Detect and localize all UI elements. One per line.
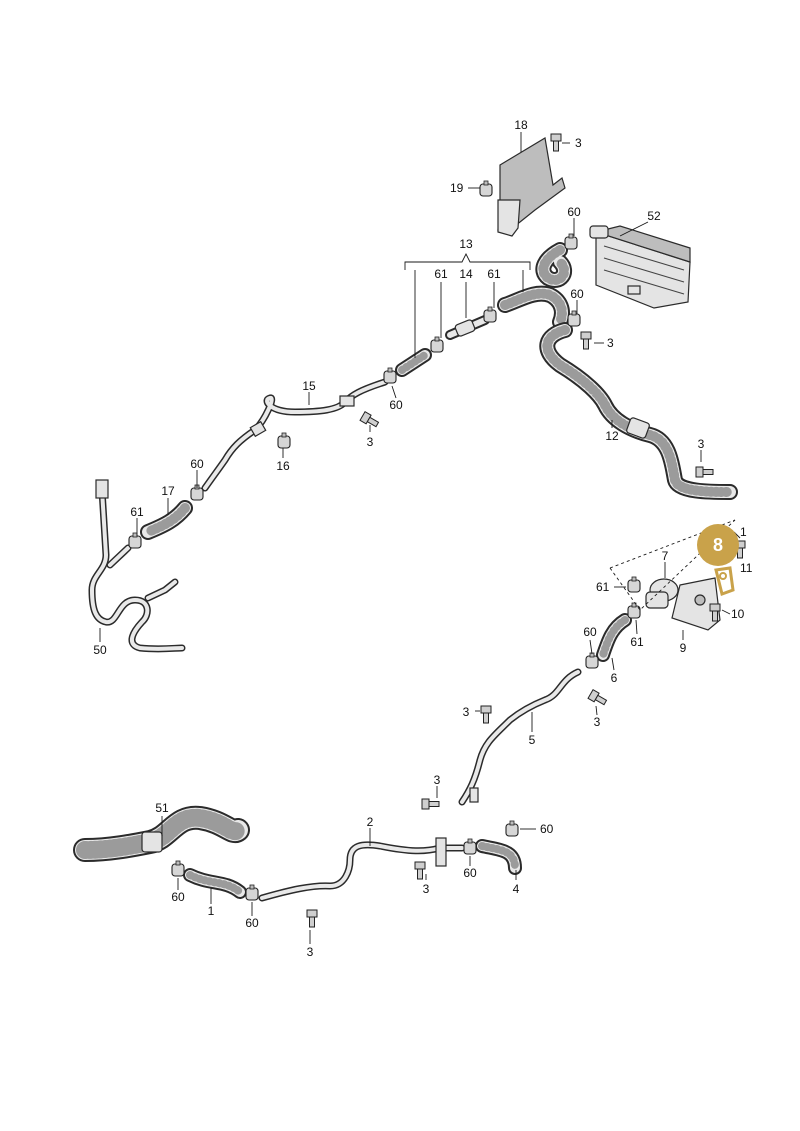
callout-60-f: 60 [540, 822, 554, 836]
callout-52: 52 [647, 209, 661, 223]
callout-60-b: 60 [389, 398, 403, 412]
clamp-61-b [483, 306, 497, 323]
bolt-3-lower [421, 798, 440, 810]
callout-3-top: 3 [575, 136, 582, 150]
clamp-61-d [627, 576, 641, 593]
bolt-3-bottom [306, 909, 318, 928]
callout-labels: 18 3 19 52 60 13 61 14 61 60 3 15 60 3 1… [93, 118, 752, 959]
clamp-61-a [430, 336, 444, 353]
leader-lines [99, 132, 741, 944]
callout-11: 11 [740, 561, 753, 575]
callout-5: 5 [529, 733, 536, 747]
callout-60-i: 60 [245, 916, 259, 930]
callout-3-pipe5-left: 3 [463, 705, 470, 719]
callout-10: 10 [731, 607, 745, 621]
bolt-3-pipe5-left [480, 705, 492, 724]
highlighted-bracket-part-8 [714, 566, 735, 596]
clamp-61-e [627, 602, 641, 619]
pipe-5 [458, 668, 582, 806]
callout-3-bottom: 3 [307, 945, 314, 959]
callout-18: 18 [514, 118, 528, 132]
hose-1 [183, 868, 247, 899]
heat-shield-bracket [497, 137, 566, 237]
callout-50: 50 [93, 643, 107, 657]
hose-12 [539, 322, 738, 500]
callout-9: 9 [680, 641, 687, 655]
hose-6 [596, 613, 632, 662]
callout-51: 51 [155, 801, 169, 815]
highlight-badge[interactable]: 8 [697, 524, 739, 566]
hose-4 [475, 839, 522, 875]
callout-60-mid: 60 [570, 287, 584, 301]
callout-4: 4 [513, 882, 520, 896]
bolt-3-cooler [580, 331, 592, 350]
clamp-60-f [505, 820, 519, 837]
callout-60-g: 60 [463, 866, 477, 880]
callout-3-pipe2: 3 [423, 882, 430, 896]
pipe-2 [258, 837, 466, 902]
callout-12: 12 [605, 429, 619, 443]
callout-60-d: 60 [190, 457, 204, 471]
highlight-badge-label: 8 [713, 535, 723, 555]
clamp-61-c [128, 532, 142, 549]
callout-13: 13 [459, 237, 473, 251]
nut-19 [479, 180, 493, 197]
bolt-3-pipe2 [414, 861, 426, 880]
callout-6: 6 [611, 671, 618, 685]
callout-14: 14 [459, 267, 473, 281]
callout-1-hose: 1 [208, 904, 215, 918]
callout-16: 16 [276, 459, 290, 473]
bolt-3-pipe5 [587, 689, 609, 708]
clamp-60-g [463, 838, 477, 855]
callout-3-pipe5: 3 [594, 715, 601, 729]
pipe-15 [201, 378, 389, 492]
clamp-60-b [383, 367, 397, 384]
callout-60-h: 60 [171, 890, 185, 904]
clamp-60-h [171, 860, 185, 877]
callout-17: 17 [161, 484, 175, 498]
clamp-60-upper [564, 233, 578, 250]
bolt-3-hose12 [695, 466, 714, 478]
callout-61-c: 61 [130, 505, 144, 519]
connector-14 [445, 315, 490, 340]
callout-15: 15 [302, 379, 316, 393]
callout-61-b: 61 [487, 267, 501, 281]
hose-13-assembly [497, 242, 573, 330]
callout-2: 2 [367, 815, 374, 829]
clamp-16 [277, 432, 291, 449]
callout-3-pipe15: 3 [367, 435, 374, 449]
hose-short-61 [395, 348, 432, 377]
callout-3-lower: 3 [434, 773, 441, 787]
hose-17 [140, 500, 193, 540]
clamp-60-i [245, 884, 259, 901]
callout-1-pump: 1 [740, 525, 747, 539]
callout-61-d: 61 [596, 580, 610, 594]
callout-3-hose12: 3 [698, 437, 705, 451]
callout-60-e: 60 [583, 625, 597, 639]
pipe-50 [88, 479, 186, 653]
callout-60-upper: 60 [567, 205, 581, 219]
callout-61-e: 61 [630, 635, 644, 649]
hose-51 [73, 805, 250, 862]
callout-7: 7 [662, 549, 669, 563]
oil-cooler [589, 225, 691, 309]
bolt-3-top [550, 133, 562, 152]
callout-3-cooler: 3 [607, 336, 614, 350]
auxiliary-pump [645, 577, 721, 631]
callout-19: 19 [450, 181, 464, 195]
callout-61-a: 61 [434, 267, 448, 281]
